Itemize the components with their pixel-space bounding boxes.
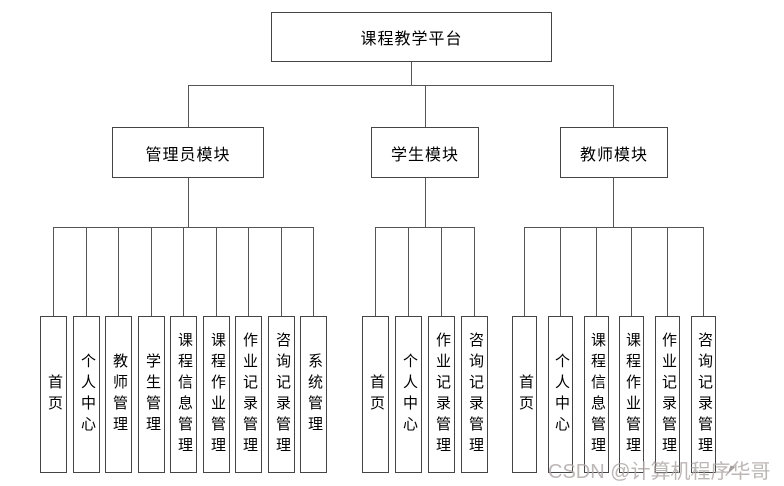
connector-line (596, 227, 597, 316)
connector-line (667, 227, 668, 316)
connector-line (408, 227, 409, 316)
connector-line (411, 62, 412, 85)
leaf-label: 咨询记录管理 (467, 331, 483, 458)
teacher-leaf-homework-record-management: 作业记录管理 (655, 316, 680, 473)
leaf-label: 个人中心 (553, 352, 569, 437)
connector-line (151, 227, 152, 316)
admin-leaf-student-management: 学生管理 (138, 316, 165, 473)
connector-line (188, 85, 189, 127)
teacher-leaf-course-info-management: 课程信息管理 (584, 316, 609, 473)
connector-line (425, 85, 426, 127)
connector-line (118, 227, 119, 316)
connector-line (183, 227, 184, 316)
connector-line (613, 85, 614, 127)
teacher-leaf-course-homework-management: 课程作业管理 (619, 316, 644, 473)
connector-line (188, 85, 614, 86)
leaf-label: 课程作业管理 (209, 331, 225, 458)
admin-leaf-personal-center: 个人中心 (73, 316, 100, 473)
connector-line (425, 178, 426, 227)
connector-line (703, 227, 704, 316)
leaf-label: 咨询记录管理 (696, 331, 712, 458)
leaf-label: 系统管理 (306, 352, 322, 437)
leaf-label: 课程信息管理 (176, 331, 192, 458)
leaf-label: 作业记录管理 (660, 331, 676, 458)
node-admin-module-label: 管理员模块 (145, 146, 231, 164)
admin-leaf-system-management: 系统管理 (300, 316, 327, 473)
leaf-label: 首页 (46, 373, 62, 416)
connector-line (216, 227, 217, 316)
connector-line (86, 227, 87, 316)
connector-line (248, 227, 249, 316)
student-leaf-homework-record-management: 作业记录管理 (428, 316, 455, 473)
student-leaf-home: 首页 (362, 316, 389, 473)
leaf-label: 教师管理 (111, 352, 127, 437)
csdn-watermark: CSDN @计算机程序华哥 (548, 461, 771, 483)
leaf-label: 作业记录管理 (434, 331, 450, 458)
leaf-label: 首页 (517, 373, 533, 416)
connector-line (375, 227, 376, 316)
node-student-module-label: 学生模块 (390, 146, 459, 164)
node-admin-module: 管理员模块 (112, 127, 264, 178)
connector-line (474, 227, 475, 316)
connector-line (631, 227, 632, 316)
admin-leaf-course-info-management: 课程信息管理 (170, 316, 197, 473)
node-student-module: 学生模块 (371, 127, 479, 178)
leaf-label: 学生管理 (144, 352, 160, 437)
connector-line (313, 227, 314, 316)
student-leaf-consult-record-management: 咨询记录管理 (461, 316, 488, 473)
teacher-leaf-home: 首页 (512, 316, 537, 473)
connector-line (281, 227, 282, 316)
admin-leaf-home: 首页 (40, 316, 67, 473)
connector-line (53, 227, 54, 316)
leaf-label: 个人中心 (401, 352, 417, 437)
connector-line (560, 227, 561, 316)
leaf-label: 个人中心 (79, 352, 95, 437)
connector-line (524, 227, 703, 228)
connector-line (375, 227, 475, 228)
node-root: 课程教学平台 (271, 12, 552, 62)
teacher-leaf-personal-center: 个人中心 (548, 316, 573, 473)
student-leaf-personal-center: 个人中心 (395, 316, 422, 473)
connector-line (524, 227, 525, 316)
admin-leaf-teacher-management: 教师管理 (105, 316, 132, 473)
admin-leaf-course-homework-management: 课程作业管理 (203, 316, 230, 473)
node-root-label: 课程教学平台 (360, 31, 463, 48)
teacher-leaf-consult-record-management: 咨询记录管理 (691, 316, 716, 473)
leaf-label: 课程作业管理 (624, 331, 640, 458)
connector-line (613, 178, 614, 227)
connector-line (188, 178, 189, 227)
connector-line (441, 227, 442, 316)
node-teacher-module: 教师模块 (560, 127, 668, 178)
leaf-label: 作业记录管理 (241, 331, 257, 458)
admin-leaf-consult-record-management: 咨询记录管理 (268, 316, 295, 473)
leaf-label: 咨询记录管理 (274, 331, 290, 458)
admin-leaf-homework-record-management: 作业记录管理 (235, 316, 262, 473)
leaf-label: 课程信息管理 (589, 331, 605, 458)
leaf-label: 首页 (368, 373, 384, 416)
node-teacher-module-label: 教师模块 (579, 146, 648, 164)
